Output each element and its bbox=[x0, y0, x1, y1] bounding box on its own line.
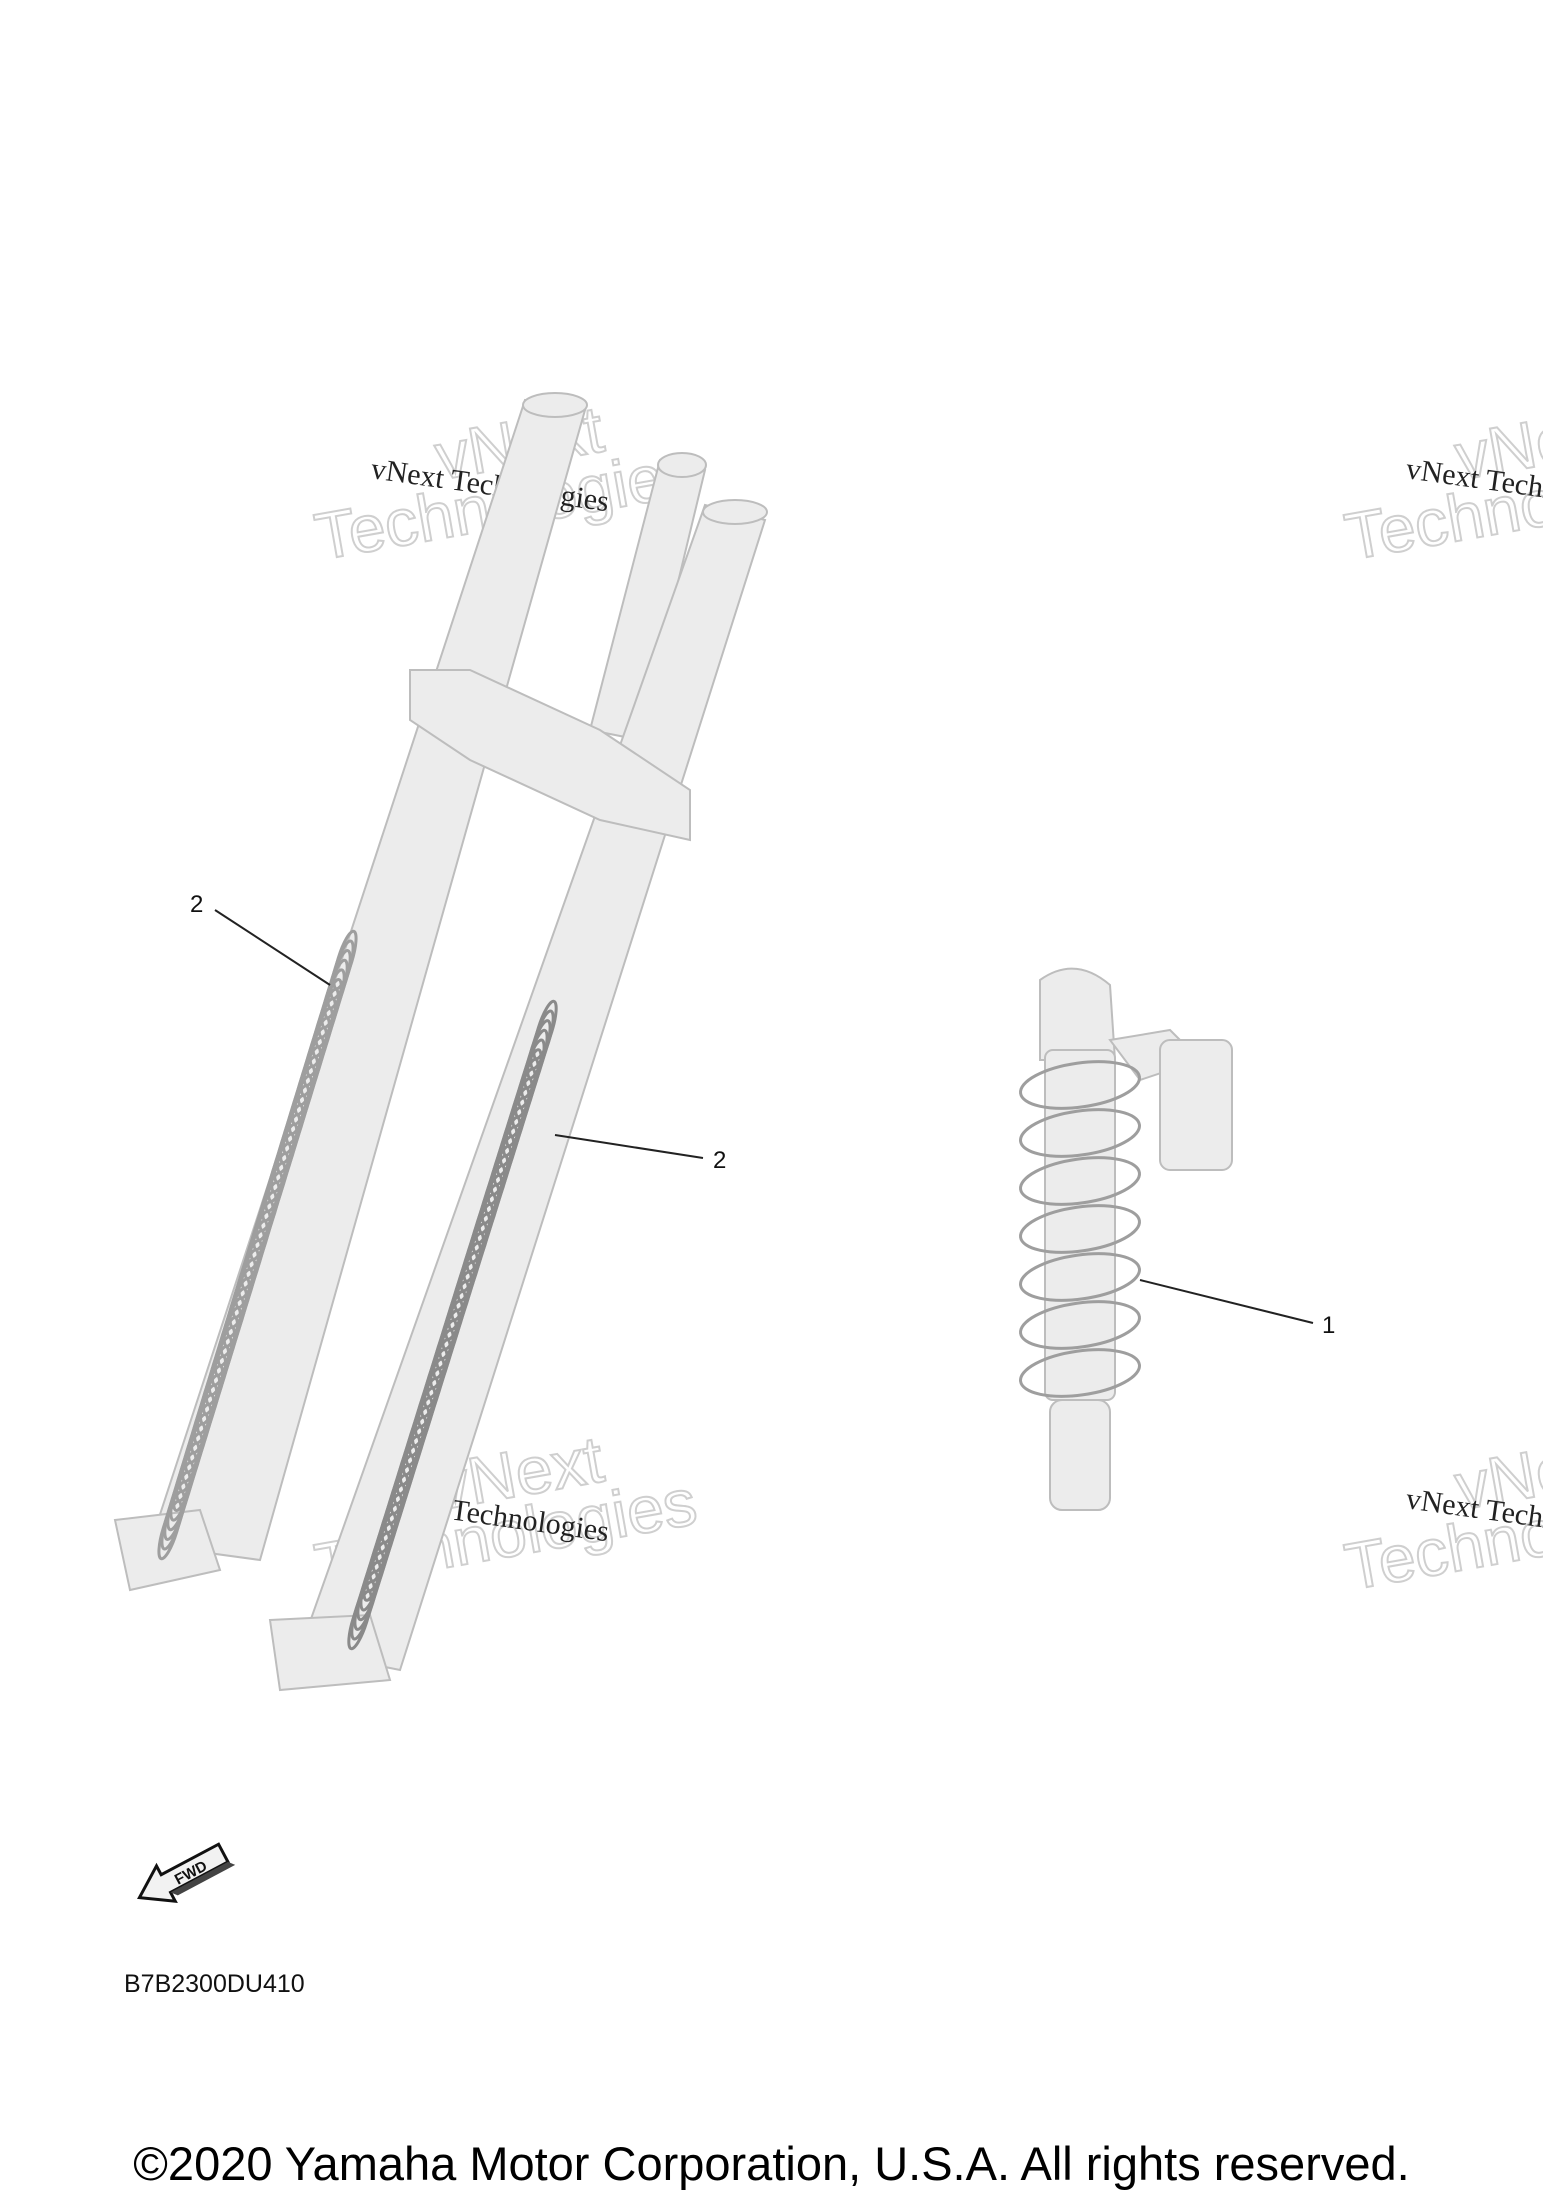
copyright-notice: ©2020 Yamaha Motor Corporation, U.S.A. A… bbox=[133, 2137, 1410, 2190]
callout-fork-right: 2 bbox=[554, 1134, 726, 1174]
fwd-arrow-icon: FWD bbox=[137, 1842, 236, 1904]
triple-clamp bbox=[409, 669, 691, 842]
rear-shock-assembly bbox=[1039, 967, 1233, 1511]
watermark-top-right: vNext Technologies vNext Technologies bbox=[1339, 391, 1543, 575]
callout-rear-shock: 1 bbox=[1139, 1279, 1335, 1339]
spring-coil bbox=[1019, 1108, 1141, 1158]
shock-spring bbox=[1019, 1060, 1141, 1398]
spring-coil bbox=[1019, 1156, 1141, 1206]
spring-coil bbox=[1019, 1348, 1141, 1398]
spring-coil bbox=[1019, 1300, 1141, 1350]
diagram-code: B7B2300DU410 bbox=[124, 1970, 305, 1998]
spring-coil bbox=[157, 1499, 183, 1561]
svg-text:1: 1 bbox=[1322, 1312, 1335, 1339]
shock-reservoir bbox=[1159, 1039, 1233, 1171]
spring-coil bbox=[347, 1589, 373, 1651]
spring-coil bbox=[1019, 1252, 1141, 1302]
watermark-bottom-right: vNext Technologies vNext Technologies bbox=[1339, 1421, 1543, 1605]
axle-bracket-right bbox=[268, 1613, 392, 1692]
svg-text:2: 2 bbox=[713, 1147, 726, 1174]
callout-fork-left: 2 bbox=[190, 891, 331, 986]
shock-top-mount bbox=[1039, 967, 1117, 1061]
fork-spring-right bbox=[347, 999, 558, 1651]
spring-coil bbox=[1019, 1204, 1141, 1254]
shock-bottom-mount bbox=[1049, 1399, 1111, 1511]
fork-spring-left bbox=[157, 929, 358, 1561]
spring-coil bbox=[1019, 1060, 1141, 1110]
svg-text:2: 2 bbox=[190, 891, 203, 918]
